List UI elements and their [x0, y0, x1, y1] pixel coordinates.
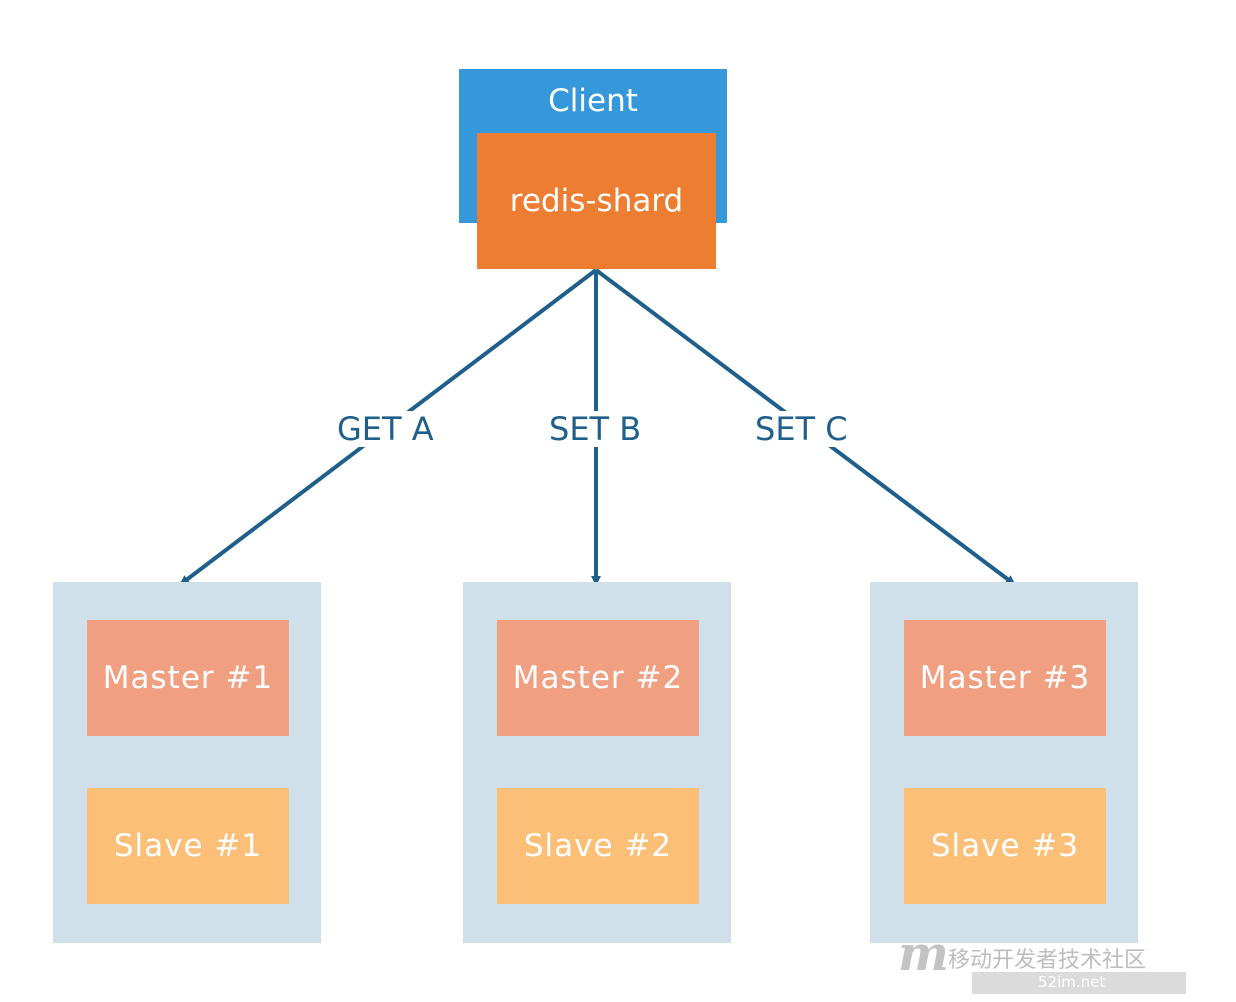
slave-label-1: Slave #1: [113, 828, 263, 864]
master-node-2: Master #2: [497, 620, 699, 736]
slave-label-3: Slave #3: [930, 828, 1080, 864]
shard-group-3: Master #3 Slave #3: [870, 582, 1138, 943]
master-label-2: Master #2: [512, 660, 684, 696]
edge-label-set-b: SET B: [545, 411, 646, 447]
edge-label-set-c: SET C: [751, 411, 852, 447]
master-node-3: Master #3: [904, 620, 1106, 736]
slave-node-3: Slave #3: [904, 788, 1106, 904]
master-label-3: Master #3: [919, 660, 1091, 696]
redis-shard-label: redis-shard: [509, 183, 684, 219]
master-node-1: Master #1: [87, 620, 289, 736]
slave-node-1: Slave #1: [87, 788, 289, 904]
slave-node-2: Slave #2: [497, 788, 699, 904]
master-label-1: Master #1: [102, 660, 274, 696]
client-label: Client: [548, 83, 638, 119]
edge-label-get-a: GET A: [333, 411, 438, 447]
slave-label-2: Slave #2: [523, 828, 673, 864]
shard-group-1: Master #1 Slave #1: [53, 582, 321, 943]
redis-shard-node: redis-shard: [477, 133, 716, 269]
shard-group-2: Master #2 Slave #2: [463, 582, 731, 943]
